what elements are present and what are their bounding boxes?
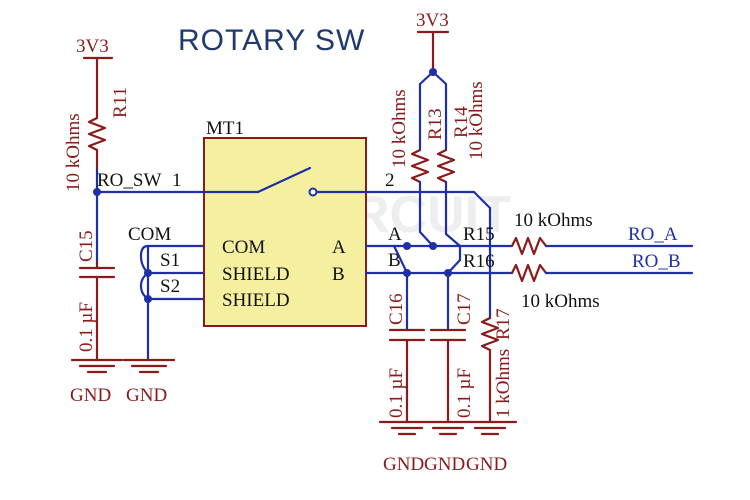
r14-feed [431, 70, 448, 152]
schematic-title: ROTARY SW [178, 24, 365, 57]
ic-pin-a: A [332, 237, 346, 258]
s2-label: S2 [160, 276, 180, 297]
switch-contact [308, 187, 318, 197]
r15-ref: R15 [463, 224, 495, 245]
ro-b-label: RO_B [632, 251, 681, 272]
gnd2-label: GND [126, 385, 167, 406]
r14-resistor [436, 148, 456, 184]
c17-value: 0.1 µF [454, 368, 475, 418]
r16-value: 10 kOhms [521, 291, 600, 312]
pin2-label: 2 [385, 170, 395, 191]
s1-junction [144, 269, 152, 277]
c15-value: 0.1 µF [76, 302, 97, 352]
switch-lever [256, 166, 312, 194]
c17-ref: C17 [454, 293, 475, 325]
ic-pin-com: COM [222, 237, 265, 258]
r17-resistor [480, 316, 500, 352]
r17-ref: R17 [493, 308, 514, 340]
vcc-top-label: 3V3 [416, 10, 449, 31]
c16-ref: C16 [386, 293, 407, 325]
r14-ref: R14 [451, 106, 472, 138]
ic-pin-shield1: SHIELD [222, 264, 290, 285]
c16-value: 0.1 µF [386, 368, 407, 418]
gnd5-label: GND [466, 454, 507, 475]
ic-pin-b: B [332, 264, 345, 285]
r13-ref: R13 [425, 108, 446, 140]
r14-value: 10 kOhms [466, 81, 487, 160]
r16-ref: R16 [463, 251, 495, 272]
a-junction-2 [429, 242, 437, 250]
vcc-left-label: 3V3 [76, 36, 109, 57]
s2-junction [144, 295, 152, 303]
r15-value: 10 kOhms [514, 210, 593, 231]
s1-label: S1 [160, 250, 180, 271]
pin2-wire-bend [472, 190, 492, 210]
r17-value: 1 kOhms [493, 349, 514, 418]
s1-s2-link [139, 271, 150, 301]
gnd1-label: GND [70, 385, 111, 406]
r11-ref: R11 [110, 87, 131, 118]
r15-resistor [510, 236, 548, 256]
ro-a-label: RO_A [628, 224, 678, 245]
c15-ref: C15 [76, 230, 97, 262]
mt1-ref: MT1 [206, 118, 244, 139]
r13-value: 10 kOhms [389, 89, 410, 168]
a-junction-1 [403, 242, 411, 250]
mt1-body [203, 137, 367, 327]
gnd3-label: GND [383, 454, 424, 475]
b-pin-label: B [388, 250, 401, 271]
r13-feed [418, 70, 435, 152]
ro-sw-label: RO_SW [97, 170, 161, 191]
r13-resistor [410, 148, 430, 184]
a-pin-label: A [388, 224, 402, 245]
com-s1-link [139, 244, 150, 275]
pin1-label: 1 [172, 170, 182, 191]
com-label: COM [128, 224, 171, 245]
r16-resistor [510, 263, 548, 283]
a-b-link [392, 244, 409, 275]
r11-value: 10 kOhms [63, 113, 84, 192]
r11-resistor [87, 116, 107, 152]
ic-pin-shield2: SHIELD [222, 290, 290, 311]
gnd4-label: GND [424, 454, 465, 475]
r14-jog [444, 232, 462, 248]
